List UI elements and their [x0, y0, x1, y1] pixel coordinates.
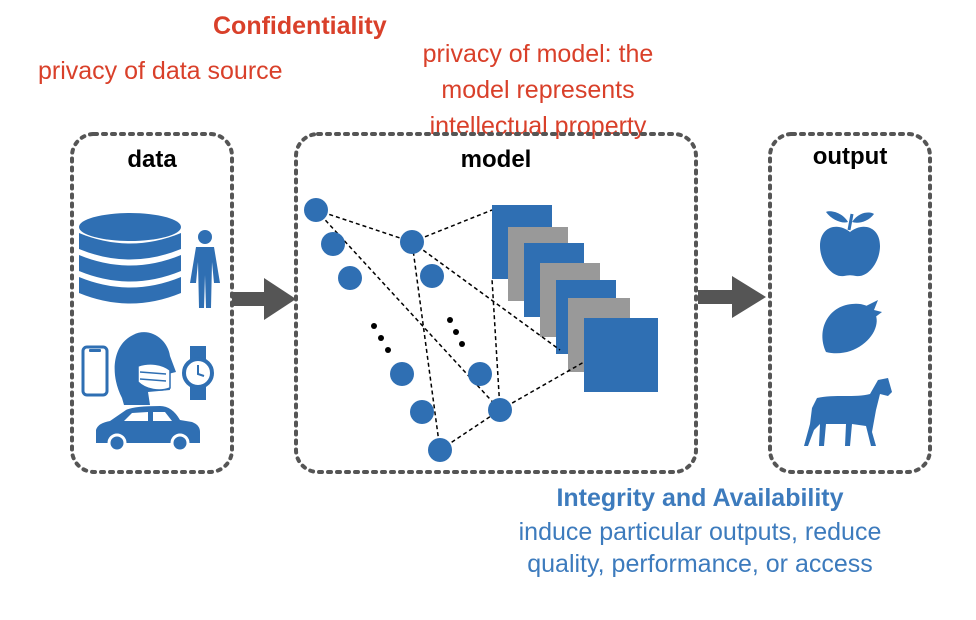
- integrity-description: induce particular outputs, reduce qualit…: [518, 518, 882, 578]
- apple-icon: [820, 211, 880, 277]
- output-box-title: output: [812, 143, 888, 170]
- person-icon: [190, 230, 220, 308]
- confidentiality-data-note: privacy of data source: [38, 57, 283, 85]
- model-box-title: model: [460, 146, 532, 173]
- confidentiality-title: Confidentiality: [213, 12, 387, 40]
- arrow-model-to-output: [698, 276, 766, 318]
- car-icon: [96, 406, 200, 453]
- feature-maps: [492, 205, 658, 392]
- ellipsis-dots: [371, 317, 465, 353]
- output-box: [768, 132, 932, 474]
- database-icon: [79, 213, 181, 304]
- model-box: [294, 132, 698, 474]
- masked-face-icon: [114, 332, 176, 405]
- integrity-title: Integrity and Availability: [556, 484, 844, 512]
- arrow-data-to-model: [232, 278, 296, 320]
- phone-icon: [81, 345, 109, 397]
- watch-icon: [182, 346, 214, 400]
- data-box-title: data: [127, 146, 177, 173]
- strawberry-icon: [822, 300, 882, 354]
- horse-icon: [804, 378, 892, 446]
- network-nodes: [304, 198, 512, 462]
